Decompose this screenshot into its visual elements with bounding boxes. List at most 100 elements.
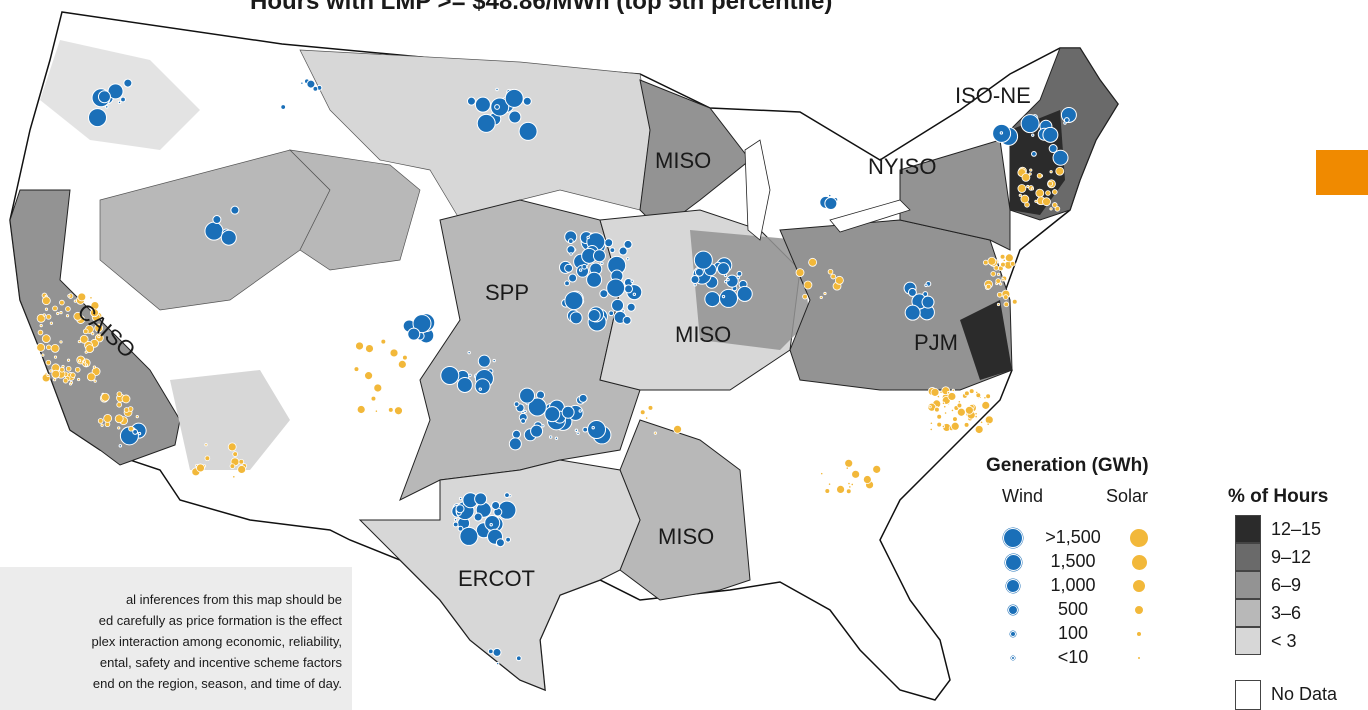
- wind-marker: [508, 110, 522, 124]
- map-title: Hours with LMP >= $48.86/MWh (top 5th pe…: [250, 0, 833, 15]
- solar-marker: [41, 353, 45, 357]
- wind-marker: [220, 229, 237, 246]
- solar-marker: [237, 465, 247, 474]
- solar-size-swatch: [1134, 605, 1144, 615]
- wind-marker: [578, 409, 582, 413]
- wind-marker: [473, 512, 483, 522]
- wind-marker: [118, 444, 123, 448]
- solar-marker: [204, 443, 208, 447]
- wind-marker: [611, 298, 625, 312]
- solar-marker: [1029, 168, 1033, 172]
- solar-marker: [963, 422, 970, 428]
- wind-marker: [561, 405, 575, 419]
- region-label-miso-north: MISO: [655, 148, 712, 173]
- wind-marker: [484, 514, 501, 531]
- solar-legend-label: Solar: [1106, 486, 1149, 506]
- solar-marker: [59, 366, 65, 373]
- solar-marker: [1004, 253, 1014, 263]
- solar-marker: [999, 282, 1003, 286]
- solar-marker: [996, 272, 1001, 276]
- hours-legend-row: 12–15: [1235, 515, 1345, 543]
- wind-marker: [300, 81, 304, 85]
- solar-marker: [990, 271, 997, 277]
- solar-marker: [645, 416, 649, 420]
- region-label-ercot: ERCOT: [458, 566, 535, 591]
- wind-marker: [623, 239, 633, 249]
- wind-marker: [574, 428, 579, 433]
- solar-marker: [56, 311, 60, 316]
- solar-marker: [36, 313, 46, 323]
- wind-marker: [522, 96, 532, 106]
- solar-marker: [89, 296, 93, 300]
- wind-marker: [306, 79, 316, 89]
- wind-marker: [212, 215, 222, 225]
- solar-marker: [355, 341, 364, 351]
- solar-marker: [65, 306, 71, 312]
- wind-marker: [693, 250, 713, 270]
- solar-marker: [929, 427, 933, 432]
- solar-marker: [1024, 202, 1030, 208]
- wind-marker: [576, 431, 580, 435]
- solar-marker: [847, 481, 851, 486]
- wind-marker: [88, 108, 108, 128]
- solar-marker: [90, 308, 99, 318]
- solar-marker: [936, 394, 940, 399]
- solar-marker: [389, 348, 399, 358]
- note-box: al inferences from this map should be ed…: [0, 567, 352, 710]
- wind-size-swatch: [1006, 579, 1020, 593]
- wind-marker: [518, 121, 538, 141]
- solar-marker: [59, 299, 65, 306]
- solar-marker: [647, 405, 654, 411]
- solar-marker: [1009, 261, 1016, 267]
- solar-marker: [952, 416, 958, 422]
- wind-size-swatch: [1004, 553, 1022, 571]
- wind-marker: [474, 492, 488, 506]
- solar-marker: [70, 372, 76, 378]
- wind-marker: [604, 238, 614, 248]
- solar-marker: [819, 295, 823, 300]
- note-text: al inferences from this map should be ed…: [91, 592, 343, 691]
- size-legend-label: 1,000: [1050, 575, 1096, 595]
- wind-marker: [456, 376, 473, 393]
- wind-marker: [452, 521, 459, 528]
- wind-marker: [1052, 149, 1069, 166]
- hours-label: < 3: [1271, 631, 1297, 651]
- wind-marker: [458, 496, 463, 501]
- solar-marker: [936, 421, 942, 428]
- solar-marker: [827, 482, 832, 486]
- solar-marker: [934, 406, 940, 413]
- solar-marker: [957, 400, 961, 404]
- solar-marker: [653, 431, 657, 435]
- hours-legend-row: 9–12: [1235, 543, 1345, 571]
- wind-marker: [726, 277, 730, 282]
- solar-marker: [117, 426, 121, 430]
- wind-markers: [88, 78, 1077, 666]
- solar-marker: [1042, 197, 1051, 207]
- hours-label: 12–15: [1271, 519, 1322, 539]
- solar-marker: [803, 280, 813, 290]
- solar-marker: [97, 418, 104, 424]
- solar-marker: [227, 442, 237, 452]
- solar-marker: [62, 377, 69, 384]
- wind-marker: [474, 96, 491, 113]
- solar-marker: [51, 369, 61, 379]
- wind-marker: [587, 420, 607, 440]
- solar-marker: [999, 253, 1006, 260]
- wind-marker: [599, 289, 609, 299]
- solar-marker: [49, 369, 53, 373]
- solar-marker: [996, 291, 1003, 298]
- size-legend-label: 1,500: [1050, 551, 1096, 571]
- hours-legend-row: < 3: [1235, 627, 1345, 655]
- solar-markers: [36, 166, 1065, 495]
- solar-marker: [36, 343, 46, 352]
- wind-marker: [724, 279, 728, 284]
- solar-marker: [50, 343, 60, 353]
- solar-marker: [85, 344, 95, 353]
- region-label-miso-south: MISO: [658, 524, 715, 549]
- hours-legend-row: 3–6: [1235, 599, 1345, 627]
- solar-marker: [73, 311, 83, 321]
- solar-marker: [1011, 298, 1018, 305]
- wind-marker: [548, 435, 553, 439]
- solar-marker: [930, 387, 940, 397]
- solar-marker: [964, 390, 970, 397]
